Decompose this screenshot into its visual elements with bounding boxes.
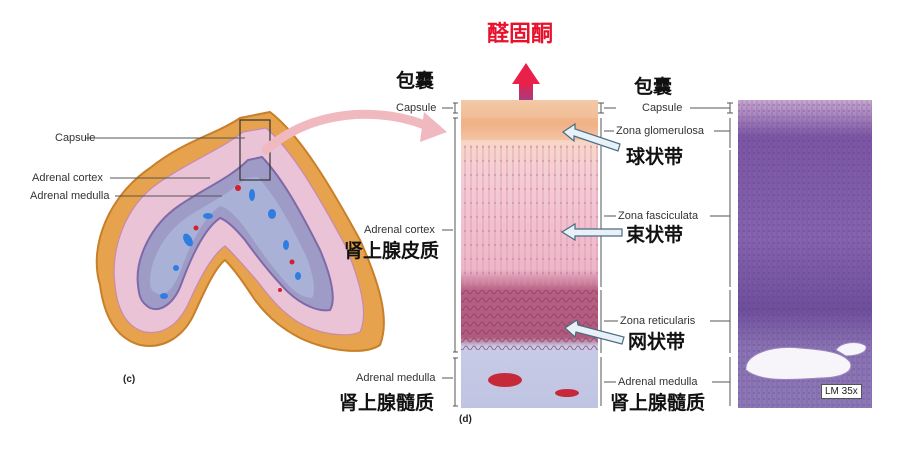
left-adrenal-cortex-label: Adrenal cortex: [32, 172, 103, 184]
zona-glomerulosa-label: Zona glomerulosa: [616, 125, 705, 137]
zone-pointer-arrows: [560, 122, 625, 345]
medulla-vessels: [488, 373, 579, 397]
middle-capsule-label: Capsule: [396, 102, 437, 114]
fasciculata-zh: 束状带: [626, 224, 684, 246]
gland-illustration: [85, 109, 447, 352]
arrow-fasciculata: [560, 222, 623, 242]
panel-d-label: (d): [459, 414, 472, 425]
light-micrograph: [738, 100, 872, 408]
left-adrenal-medulla-label: Adrenal medulla: [30, 190, 110, 202]
cortex-zh: 肾上腺皮质: [344, 240, 440, 262]
gland-vessels: [160, 185, 301, 299]
capsule-zh-right: 包囊: [634, 76, 673, 98]
left-capsule-label: Capsule: [55, 132, 96, 144]
right-adrenal-medulla-label: Adrenal medulla: [618, 376, 698, 388]
aldosterone-title: 醛固酮: [487, 22, 554, 47]
arrow-reticularis: [564, 319, 625, 345]
medulla-zh-right: 肾上腺髓质: [610, 392, 706, 414]
middle-adrenal-cortex-label: Adrenal cortex: [364, 224, 435, 236]
zona-reticularis-label: Zona reticularis: [620, 315, 696, 327]
right-brackets: [598, 102, 733, 406]
middle-brackets: [442, 102, 458, 407]
zona-fasciculata-label: Zona fasciculata: [618, 210, 699, 222]
medulla-zh-left: 肾上腺髓质: [339, 392, 435, 414]
right-capsule-label: Capsule: [642, 102, 683, 114]
glomerulosa-zh: 球状带: [626, 146, 684, 168]
reticularis-zh: 网状带: [628, 331, 686, 353]
micrograph-vessel: [745, 346, 852, 380]
cortex-slice: [461, 100, 598, 408]
gland-medulla-core: [150, 177, 314, 298]
arrow-glomerulosa: [561, 122, 621, 152]
middle-adrenal-medulla-label: Adrenal medulla: [356, 372, 436, 384]
magnification-badge: LM 35x: [821, 384, 862, 399]
capsule-zh-left: 包囊: [396, 70, 435, 92]
panel-c-label: (c): [123, 374, 136, 385]
zoom-arrow: [261, 109, 437, 155]
